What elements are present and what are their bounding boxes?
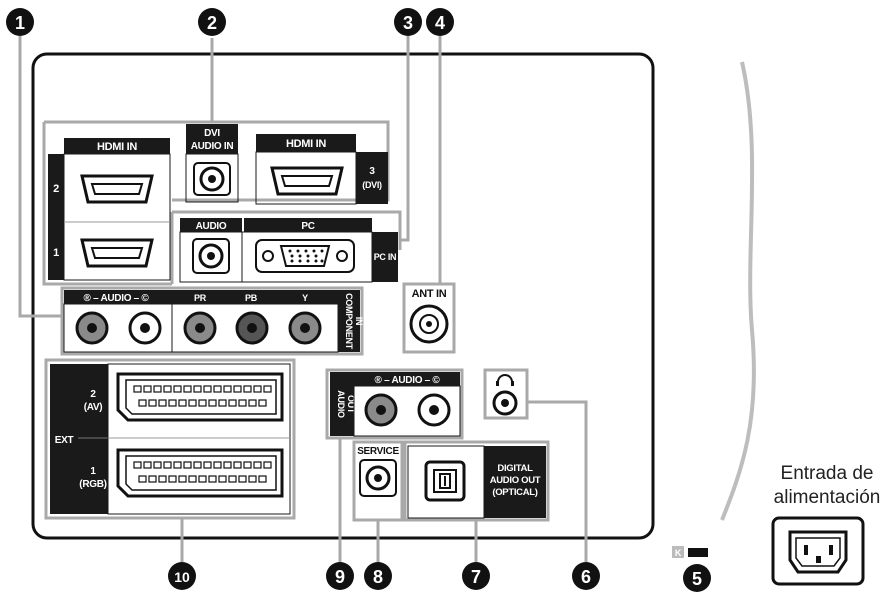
audio-out-label: AUDIO bbox=[336, 390, 346, 418]
digital-audio-out-block: DIGITAL AUDIO OUT (OPTICAL) bbox=[407, 445, 546, 519]
hdmi-3-dvi-label: (DVI) bbox=[362, 180, 382, 190]
ant-in-block: ANT IN bbox=[409, 288, 449, 344]
scart-port-2-icon bbox=[116, 372, 284, 422]
svg-text:1: 1 bbox=[15, 13, 25, 33]
hdmi-2-label: 2 bbox=[53, 183, 59, 195]
svg-text:3: 3 bbox=[403, 13, 413, 33]
bracket-lines bbox=[18, 36, 588, 562]
panel-outline bbox=[31, 52, 655, 540]
hdmi-port-2-icon bbox=[80, 174, 154, 204]
pc-in-block: AUDIO PC PC IN bbox=[179, 218, 398, 283]
ext2-number-label: 2 bbox=[90, 389, 96, 400]
ext1-rgb-label: (RGB) bbox=[79, 479, 106, 490]
callout-8: 8 bbox=[364, 562, 392, 590]
ant-in-label: ANT IN bbox=[412, 288, 447, 300]
digital-audio-out-label: AUDIO OUT bbox=[490, 475, 541, 486]
dvi-audio-in-block: DVI AUDIO IN bbox=[185, 124, 239, 203]
hdmi-in-left-block: HDMI IN 2 1 bbox=[48, 138, 171, 281]
pc-in-label: PC IN bbox=[374, 252, 397, 262]
power-input-caption: Entrada de alimentación bbox=[768, 462, 884, 510]
svg-text:6: 6 bbox=[581, 567, 591, 587]
pc-label: PC bbox=[301, 221, 314, 232]
tv-edge-curve bbox=[720, 61, 756, 521]
y-label: Y bbox=[302, 293, 308, 303]
headphone-block bbox=[492, 374, 518, 416]
audio-out-rl-label: ® – AUDIO – © bbox=[375, 375, 441, 386]
callout-10: 10 bbox=[168, 562, 196, 590]
callout-9: 9 bbox=[326, 562, 354, 590]
svg-text:K: K bbox=[675, 548, 682, 558]
digital-optical-label: (OPTICAL) bbox=[492, 487, 537, 498]
optical-port-icon bbox=[424, 460, 466, 502]
audio-out-block: ® – AUDIO – © AUDIO OUT bbox=[330, 372, 461, 437]
hdmi-in-3-block: HDMI IN 3 (DVI) bbox=[255, 134, 388, 205]
power-socket-icon bbox=[771, 516, 865, 586]
ext2-av-label: (AV) bbox=[84, 402, 103, 413]
audio-out-out-label: OUT bbox=[346, 395, 356, 414]
service-label: SERVICE bbox=[357, 446, 399, 457]
callout-markers: 1 2 3 4 5 6 7 8 9 10 bbox=[6, 8, 711, 592]
component-in-block: ® – AUDIO – © PR PB Y COMPONENT IN bbox=[63, 290, 364, 353]
headphone-icon bbox=[497, 374, 513, 383]
power-caption-line-1: Entrada de bbox=[780, 463, 874, 484]
hdmi-port-3-icon bbox=[270, 166, 344, 196]
pr-label: PR bbox=[194, 293, 207, 303]
digital-label: DIGITAL bbox=[497, 463, 533, 474]
power-caption-line-2: alimentación bbox=[773, 487, 881, 508]
callout-1: 1 bbox=[6, 8, 34, 36]
svg-text:2: 2 bbox=[207, 13, 217, 33]
ext1-number-label: 1 bbox=[90, 466, 96, 477]
svg-text:7: 7 bbox=[471, 567, 481, 587]
svg-text:4: 4 bbox=[435, 13, 445, 33]
callout-6: 6 bbox=[572, 562, 600, 590]
hdmi-3-label: 3 bbox=[369, 166, 375, 177]
component-label: COMPONENT bbox=[344, 293, 354, 350]
scart-port-1-icon bbox=[116, 448, 284, 498]
svg-text:10: 10 bbox=[174, 569, 190, 585]
dvi-label: DVI bbox=[204, 128, 220, 139]
kensington-lock-icon: K bbox=[672, 546, 708, 558]
svg-text:5: 5 bbox=[692, 569, 702, 589]
vga-port-icon bbox=[255, 239, 355, 273]
ext-label: EXT bbox=[55, 435, 74, 446]
pb-label: PB bbox=[245, 293, 258, 303]
service-block: SERVICE bbox=[357, 446, 400, 497]
component-in-label: IN bbox=[354, 317, 364, 325]
component-jack-icons bbox=[75, 311, 322, 345]
component-audio-label: ® – AUDIO – © bbox=[84, 293, 150, 304]
callout-5: 5 bbox=[683, 564, 711, 592]
pc-audio-label: AUDIO bbox=[196, 221, 227, 232]
callout-4: 4 bbox=[426, 8, 454, 36]
hdmi-in-left-label: HDMI IN bbox=[97, 141, 137, 153]
ext-scart-block: EXT 2 (AV) 1 (RGB) bbox=[50, 363, 291, 515]
callout-7: 7 bbox=[462, 562, 490, 590]
svg-text:8: 8 bbox=[373, 567, 383, 587]
svg-text:9: 9 bbox=[335, 567, 345, 587]
dvi-audio-in-label: AUDIO IN bbox=[191, 141, 234, 152]
hdmi-1-label: 1 bbox=[53, 247, 59, 259]
hdmi-port-1-icon bbox=[80, 238, 154, 268]
hdmi-in-right-label: HDMI IN bbox=[286, 138, 326, 150]
callout-3: 3 bbox=[394, 8, 422, 36]
callout-2: 2 bbox=[198, 8, 226, 36]
